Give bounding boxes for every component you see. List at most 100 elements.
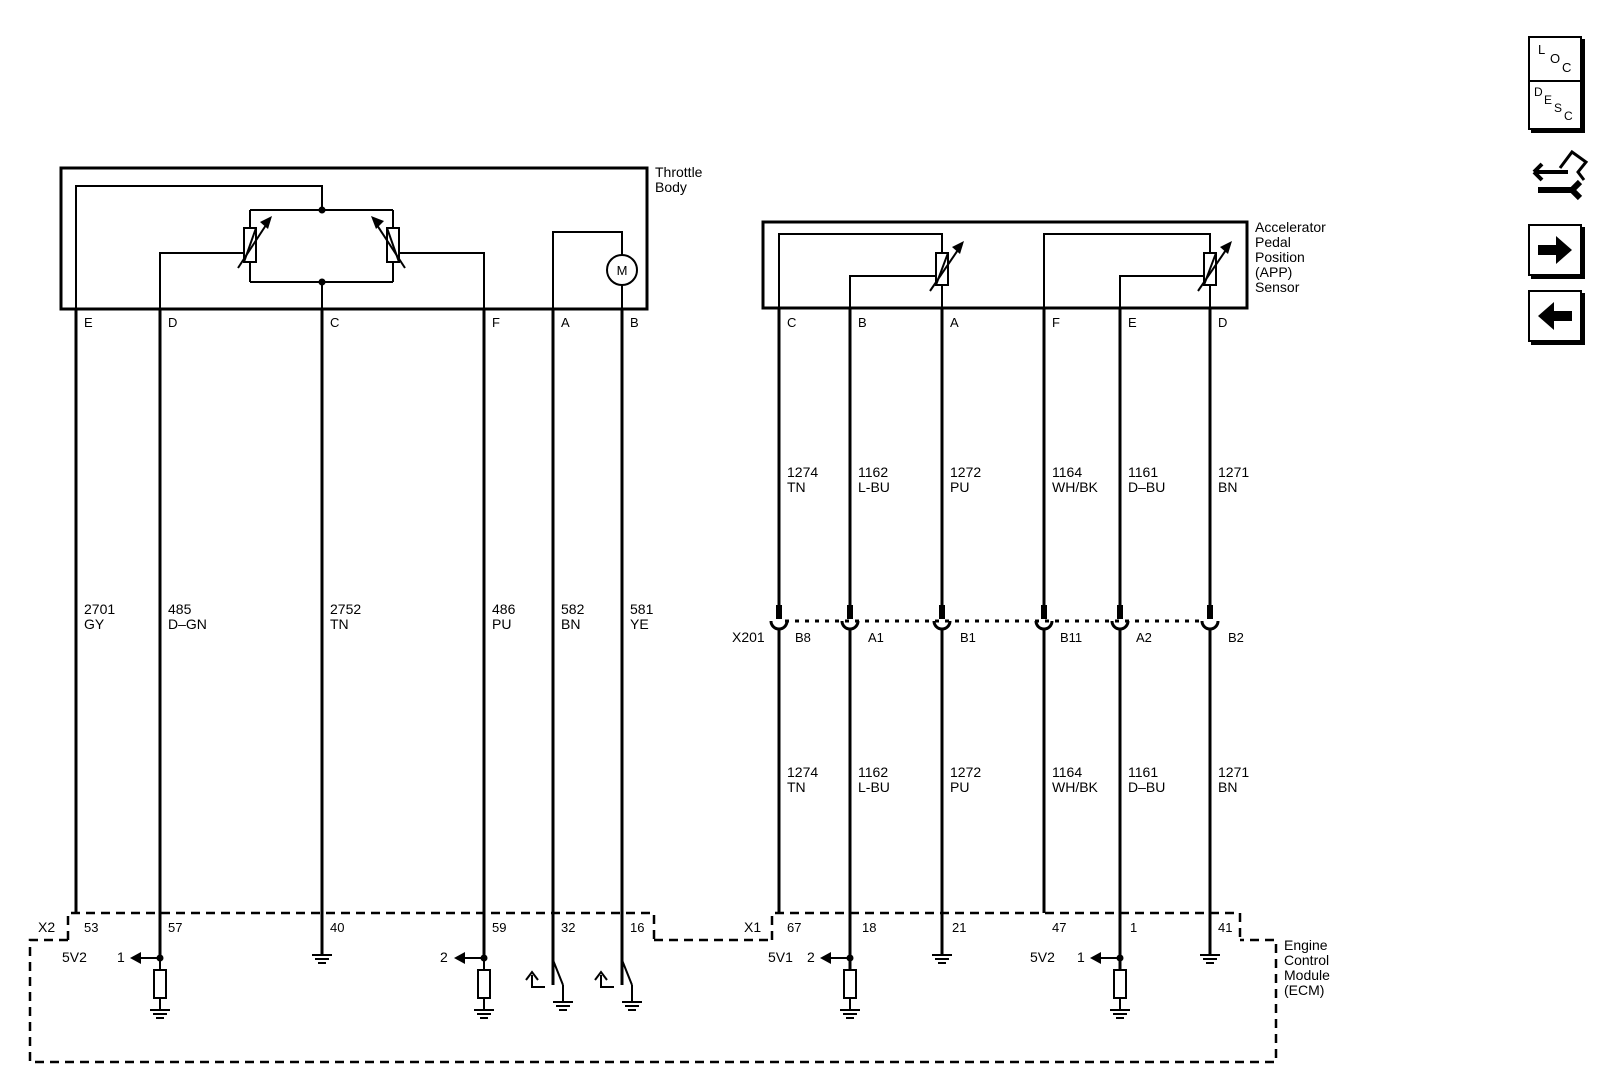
x2-pin: 53 [84, 920, 98, 935]
circuit-number: 1164 [1052, 464, 1082, 480]
x1-label: X1 [744, 919, 761, 935]
wire-color: PU [492, 616, 511, 632]
x1-pin: 1 [1130, 920, 1137, 935]
next-button[interactable] [1528, 224, 1582, 276]
tb-pin-e: E [84, 315, 93, 330]
x2-pin: 59 [492, 920, 506, 935]
wire-color: WH/BK [1052, 479, 1099, 495]
ref-5v-label: 5V2 [62, 949, 87, 965]
previous-button[interactable] [1528, 290, 1582, 342]
x2-pin: 32 [561, 920, 575, 935]
signal-label: 2 [807, 949, 815, 965]
signal-label: 1 [1077, 949, 1085, 965]
x201-cavity: B11 [1060, 630, 1082, 645]
ecm-x1-connector [770, 911, 1242, 940]
x201-cavity: A1 [868, 630, 884, 645]
loc-letter: O [1550, 51, 1560, 66]
wire-color: TN [330, 616, 349, 632]
wire-color: D–BU [1128, 479, 1165, 495]
tb-circuit-labels: 2701 GY 485 D–GN 2752 TN 486 PU 582 BN 5… [84, 601, 654, 632]
ecm-signal-input-icon: 1 [1077, 949, 1130, 1019]
tb-pin-a: A [561, 315, 570, 330]
loc-button[interactable]: L O C [1528, 36, 1582, 82]
circuit-number: 486 [492, 601, 516, 617]
throttle-position-sensor-2-icon [371, 216, 485, 309]
signal-label: 1 [117, 949, 125, 965]
app-sensor-outline [761, 220, 1249, 310]
x201-label: X201 [732, 629, 765, 645]
circuit-number: 581 [630, 601, 654, 617]
app-title-2: Pedal [1255, 234, 1291, 250]
ref-5v-label: 5V1 [768, 949, 793, 965]
app-title-3: Position [1255, 249, 1305, 265]
circuit-number: 1161 [1128, 464, 1158, 480]
arrow-left-icon [1538, 302, 1572, 330]
circuit-number: 2701 [84, 601, 115, 617]
desc-letter: C [1564, 109, 1573, 123]
desc-button[interactable]: D E S C [1528, 80, 1582, 130]
app-pin-b: B [858, 315, 867, 330]
throttle-motor-icon: M [552, 231, 638, 309]
circuit-number: 1161 [1128, 764, 1158, 780]
x1-pin: 47 [1052, 920, 1066, 935]
ecm-title-4: (ECM) [1284, 982, 1324, 998]
ground-icon [312, 954, 332, 964]
x201-cavity: A2 [1136, 630, 1152, 645]
circuit-number: 1272 [950, 764, 981, 780]
app-pin-c: C [787, 315, 796, 330]
circuit-number: 1274 [787, 764, 818, 780]
app-title-5: Sensor [1255, 279, 1300, 295]
connector-tool-icon[interactable] [1528, 146, 1590, 208]
wire-color: D–BU [1128, 779, 1165, 795]
circuit-number: 1162 [858, 464, 888, 480]
inline-connector-x201: X201 B8 A1 B1 B11 A2 B2 [732, 605, 1244, 645]
wire-color: YE [630, 616, 649, 632]
app-lower-circuit-labels: 1274 TN 1162 L-BU 1272 PU 1164 WH/BK 116… [787, 764, 1249, 795]
wire-color: PU [950, 779, 969, 795]
wire-color: TN [787, 479, 806, 495]
x2-pin: 40 [330, 920, 344, 935]
loc-letter: C [1562, 60, 1571, 75]
tb-pin-f: F [492, 315, 500, 330]
ecm-title-2: Control [1284, 952, 1329, 968]
ecm-x2-connector [66, 911, 656, 940]
wire-color: WH/BK [1052, 779, 1099, 795]
circuit-number: 2752 [330, 601, 361, 617]
tb-pin-c: C [330, 315, 339, 330]
circuit-number: 1274 [787, 464, 818, 480]
signal-label: 2 [440, 949, 448, 965]
app-pin-d: D [1218, 315, 1227, 330]
app-sensor: Accelerator Pedal Position (APP) Sensor … [732, 219, 1326, 985]
wire-color: D–GN [168, 616, 207, 632]
x201-cavity: B2 [1228, 630, 1244, 645]
x2-label: X2 [38, 919, 55, 935]
circuit-number: 485 [168, 601, 192, 617]
circuit-number: 1164 [1052, 764, 1082, 780]
desc-letter: D [1534, 85, 1543, 99]
x1-pin: 21 [952, 920, 966, 935]
app-sensor-2-icon [1197, 241, 1232, 292]
circuit-number: 1271 [1218, 764, 1249, 780]
wire-color: GY [84, 616, 105, 632]
wire-color: BN [1218, 779, 1237, 795]
x201-cavity: B1 [960, 630, 976, 645]
app-pin-f: F [1052, 315, 1060, 330]
wire-color: PU [950, 479, 969, 495]
circuit-number: 582 [561, 601, 585, 617]
ecm-title-1: Engine [1284, 937, 1328, 953]
throttle-body-title-1: Throttle [655, 164, 703, 180]
throttle-body: Throttle Body [59, 164, 703, 985]
app-title-4: (APP) [1255, 264, 1292, 280]
app-pin-e: E [1128, 315, 1137, 330]
x1-pin: 41 [1218, 920, 1232, 935]
loc-letter: L [1538, 42, 1545, 57]
ecm-outline [28, 938, 1278, 1064]
app-sensor-1-icon [929, 241, 964, 292]
motor-driver-switch-icon [594, 959, 642, 1011]
wire-color: BN [561, 616, 580, 632]
circuit-number: 1272 [950, 464, 981, 480]
desc-letter: E [1544, 93, 1552, 107]
tb-pin-d: D [168, 315, 177, 330]
circuit-number: 1271 [1218, 464, 1249, 480]
